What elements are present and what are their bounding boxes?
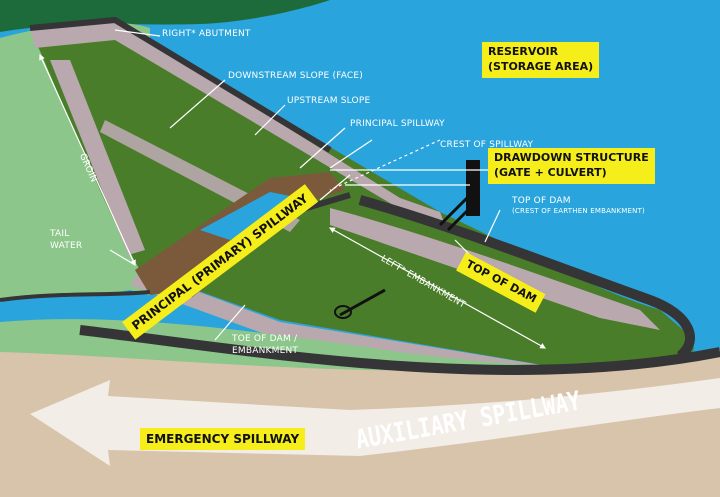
label-right-abutment: RIGHT* ABUTMENT (162, 29, 251, 39)
box-drawdown-line1: DRAWDOWN STRUCTURE (494, 151, 649, 164)
box-reservoir-line2: (STORAGE AREA) (488, 59, 594, 73)
label-tail-water-1: TAIL (50, 229, 70, 239)
label-crest-of-spillway: CREST OF SPILLWAY (440, 140, 534, 150)
label-upstream-slope: UPSTREAM SLOPE (287, 96, 371, 106)
box-reservoir-line1: RESERVOIR (488, 45, 559, 58)
label-toe-of-dam-1: TOE OF DAM / (232, 334, 298, 344)
leader-lines (39, 29, 547, 349)
upstream-edge-outline (358, 195, 695, 360)
label-toe-of-dam-2: EMBANKMENT (232, 346, 299, 356)
label-tail-water-2: WATER (50, 241, 83, 251)
label-top-of-dam-2: (CREST OF EARTHEN EMBANKMENT) (512, 207, 645, 215)
label-downstream-slope: DOWNSTREAM SLOPE (FACE) (228, 71, 363, 81)
box-drawdown-line2: (GATE + CULVERT) (494, 165, 607, 179)
spillway-water (200, 192, 300, 240)
box-emergency-spillway: EMERGENCY SPILLWAY (140, 428, 306, 451)
box-reservoir: RESERVOIR (STORAGE AREA) (482, 42, 600, 78)
label-principal-spillway: PRINCIPAL SPILLWAY (350, 119, 445, 129)
drawdown-culvert (438, 193, 480, 232)
label-top-of-dam-1: TOP OF DAM (512, 196, 571, 206)
ground-outline (0, 290, 151, 302)
box-drawdown-structure: DRAWDOWN STRUCTURE (GATE + CULVERT) (488, 148, 655, 184)
dam-ridge-outline (29, 16, 332, 153)
drawdown-tower (466, 160, 480, 216)
dam-crest (30, 20, 445, 225)
emergency-spillway-outline (79, 325, 720, 375)
